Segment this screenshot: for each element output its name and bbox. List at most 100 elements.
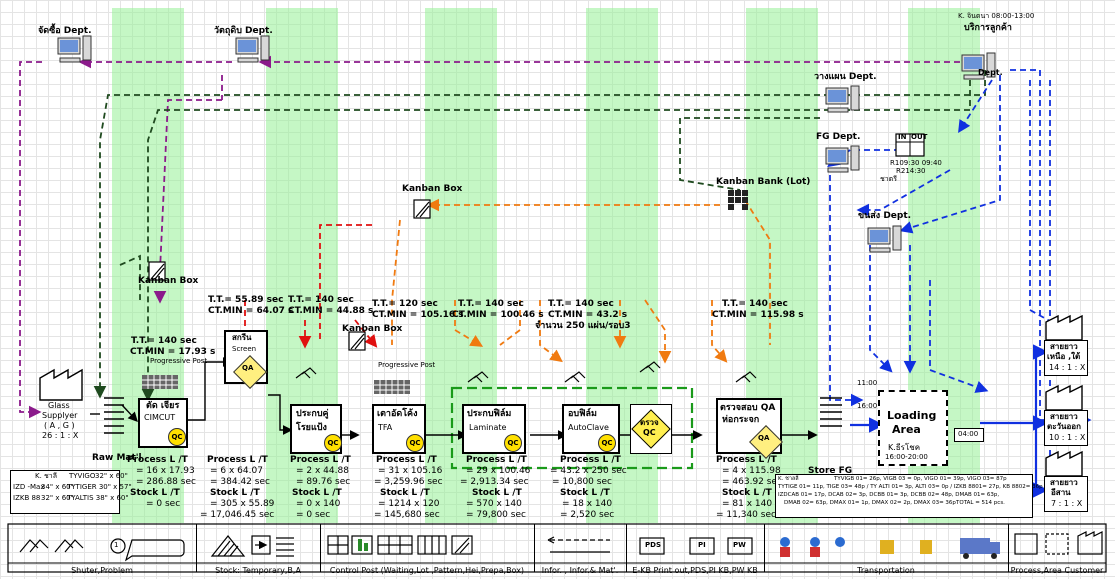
legend-shuter: Shuter,Problem — [8, 566, 196, 575]
process7-name: ตรวจสอบ QA — [720, 404, 775, 414]
customer-hours-label: K. จินตนา 08:00-13:00 — [958, 13, 1034, 21]
right-note-l4: DMAB 02= 63p, DMAX 01= 1p, DMAX 02= 2p, … — [784, 500, 956, 506]
loading-time: 16:00-20:00 — [885, 454, 928, 462]
process5-pl1: = 29 x 100.46 — [466, 467, 530, 477]
legend-pw-label: PW — [733, 542, 746, 550]
customer-east: สายยาว ตะวันออก 10 : 1 : X — [1044, 410, 1088, 446]
right-note: K. ชาลลี TYVIGB 01= 26p, VIGB 03 = 0p, V… — [775, 474, 1033, 518]
fg-dept-label: FG Dept. — [816, 133, 860, 143]
legend-transport: Transportation — [764, 566, 1008, 575]
process1-sl-title: Stock L /T — [130, 489, 180, 499]
process1-pl1: = 16 x 17.93 — [136, 467, 195, 477]
process2-pl-title: Process L /T — [207, 456, 268, 466]
customer2-line1: สายยาว — [1050, 413, 1078, 422]
kanban-box-label-1: Kanban Box — [138, 277, 198, 287]
inspection-line2: QC — [643, 429, 656, 438]
left-note-r3c1: IZKB 88 — [13, 495, 40, 503]
customer-north-south: สายยาว เหนือ ,ใต้ 14 : 1 : X — [1044, 340, 1088, 376]
process7-ct: CT.MIN = 115.98 s — [712, 311, 804, 321]
process6-pl-title: Process L /T — [560, 456, 621, 466]
process1-pl2: = 286.88 sec — [136, 478, 196, 488]
process7-pl-title: Process L /T — [716, 456, 777, 466]
process7-sl-title: Stock L /T — [722, 489, 772, 499]
kanban-box-label-3: Kanban Box — [342, 325, 402, 335]
process5-name: ประกบฟิล์ม — [467, 410, 511, 420]
process2-sub: Screen — [232, 346, 256, 354]
process1-sub: CIMCUT — [144, 414, 175, 423]
process7-sub: ห่อกระจก — [722, 416, 759, 426]
process2-sl-title: Stock L /T — [210, 489, 260, 499]
right-note-l3: IZDCAB 01= 17p, DCAB 02= 3p, DCBB 01= 3p… — [778, 492, 999, 498]
process3-sl-title: Stock L /T — [292, 489, 342, 499]
process2-box: สกรีน Screen QA — [224, 330, 268, 384]
process6-tt: T.T.= 140 sec — [548, 300, 614, 310]
process2-tt: T.T.= 55.89 sec — [208, 296, 283, 306]
loading-area: Loading Area K.ธีรโชค 16:00-20:00 — [878, 390, 948, 466]
edge-time: 04:00 — [958, 431, 978, 439]
inout-owner: ชาตรี — [880, 176, 897, 184]
customer-northeast: สายยาว อีสาน 7 : 1 : X — [1044, 476, 1088, 512]
process4-name: เตาอัดโค้ง — [377, 410, 417, 420]
process1-tt: T.T.= 140 sec — [131, 337, 197, 347]
process6-sl-title: Stock L /T — [560, 489, 610, 499]
process5-sl-title: Stock L /T — [472, 489, 522, 499]
process7-sl2: = 11,340 sec — [716, 511, 776, 521]
process3-sub: โรยแป้ง — [296, 424, 327, 434]
process4-sl1: = 1214 x 120 — [378, 500, 440, 510]
process4-tt: T.T.= 120 sec — [372, 300, 438, 310]
process3-pl-title: Process L /T — [290, 456, 351, 466]
process4-sl-title: Stock L /T — [380, 489, 430, 499]
process4-sub: TFA — [378, 424, 392, 433]
process2-pl1: = 6 x 64.07 — [210, 467, 263, 477]
process1-ct: CT.MIN = 17.93 s — [130, 348, 215, 358]
customer1-line1: สายยาว — [1050, 343, 1078, 352]
customer3-line2: อีสาน — [1051, 489, 1071, 498]
supplier-line1: Glass — [48, 402, 70, 411]
left-note-r1c3: 32" x 60" — [95, 473, 128, 481]
left-note-name: K. ชาลี — [35, 473, 57, 481]
process3-pl2: = 89.76 sec — [296, 478, 350, 488]
process5-ct: CT.MIN = 100.46 s — [452, 311, 544, 321]
process4-pl-title: Process L /T — [376, 456, 437, 466]
legend-control: Control Post (Waiting,Lot ,Pattern,Hei,P… — [320, 566, 534, 575]
legend-stock: Stock: Temporary,B,A — [196, 566, 320, 575]
process6-ct: CT.MIN = 43.2 s — [548, 311, 627, 321]
process7-sl1: = 81 x 140 — [722, 500, 772, 510]
progressive-post-label-2: Progressive Post — [378, 362, 418, 370]
qc-icon: QC — [598, 434, 616, 452]
process4-sl2: = 145,680 sec — [374, 511, 440, 521]
in-label: IN — [898, 134, 906, 142]
out-label: OUT — [911, 134, 927, 142]
customer1-line3: 14 : 1 : X — [1049, 364, 1085, 373]
customer3-line1: สายยาว — [1050, 479, 1078, 488]
process2-ct: CT.MIN = 64.07 s — [208, 307, 293, 317]
process6-sl1: = 18 x 140 — [562, 500, 612, 510]
qc-icon: QC — [324, 434, 342, 452]
loading-title: Loading — [887, 410, 936, 422]
legend-divider — [1008, 524, 1009, 572]
left-note-r2c1: IZD -Max — [13, 484, 44, 492]
progressive-post-label-1: Progressive Post — [150, 358, 190, 366]
legend-infor: Infor. , Infor.& Mat'. — [534, 566, 626, 575]
process6-extra: จำนวน 250 แผ่น/รอบ3 — [535, 322, 630, 332]
left-note-r1c2: TYVIGO — [69, 473, 95, 481]
loading-time-1: 11:00 — [857, 380, 877, 388]
process6-pl1: = 43.2 x 250 sec — [550, 467, 627, 477]
legend-divider — [626, 524, 627, 572]
process1-name: ตัด เจียร — [146, 402, 179, 412]
process6-name: อบฟิล์ม — [568, 410, 597, 420]
customer-service-label: บริการลูกค้า — [964, 24, 1012, 34]
process6-sub: AutoClave — [568, 424, 609, 433]
right-note-name: K. ชาลลี — [778, 476, 799, 482]
qc-icon: QC — [406, 434, 424, 452]
legend-divider — [320, 524, 321, 572]
qc-icon: QC — [504, 434, 522, 452]
legend-ekb: E-KB Print out,PDS,PI KB,PW KB — [626, 566, 764, 575]
process7-pl1: = 4 x 115.98 — [722, 467, 781, 477]
process6-pl2: = 10,800 sec — [552, 478, 612, 488]
process5-sub: Laminate — [469, 424, 506, 433]
kanban-box-label-2: Kanban Box — [402, 185, 462, 195]
process3-pl1: = 2 x 44.88 — [296, 467, 349, 477]
right-note-total: TOTAL = 514 pcs. — [956, 500, 1005, 506]
